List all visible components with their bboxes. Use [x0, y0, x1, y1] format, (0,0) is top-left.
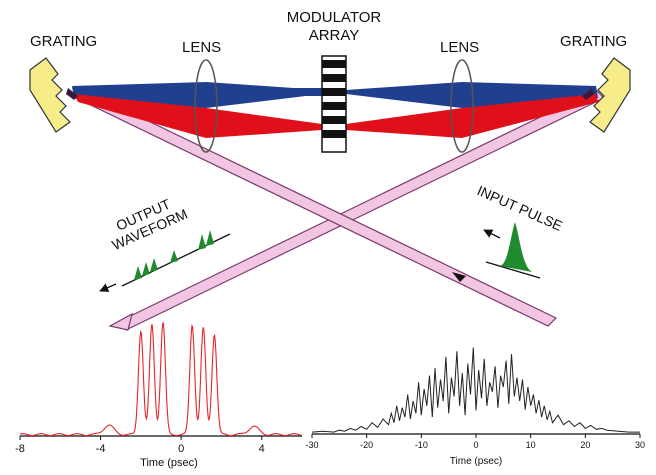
red-beam-right-fan	[346, 94, 598, 138]
output-waveform-icon	[99, 230, 231, 292]
left-x-axis-title: Time (psec)	[140, 457, 198, 469]
right-x-tick-label: 0	[473, 440, 478, 450]
grating-right-icon	[582, 57, 631, 133]
grating-left-label: GRATING	[30, 33, 97, 50]
input-trace-line	[311, 347, 640, 433]
lens-left-icon	[194, 59, 218, 153]
right-x-tick-label: 30	[635, 440, 645, 450]
lens-right-icon	[450, 59, 474, 153]
modulator-label-line2: ARRAY	[309, 27, 360, 44]
left-x-tick-label: -8	[15, 443, 25, 455]
left-x-tick-label: 0	[178, 443, 184, 455]
left-x-tick-label: 4	[259, 443, 265, 455]
right-x-axis-title: Time (psec)	[450, 456, 502, 467]
output-waveform-annotation: OUTPUT WAVEFORM	[109, 196, 189, 254]
input-pulse-icon	[483, 222, 541, 279]
left-x-tick-label: -4	[96, 443, 106, 455]
red-beam-left-fan	[74, 94, 322, 138]
input-pulse-label: INPUT PULSE	[475, 182, 565, 234]
output-beam-arrowhead	[108, 312, 133, 331]
red-beam	[74, 94, 598, 138]
right-x-tick-label: -30	[305, 440, 318, 450]
modulator-label-line1: MODULATOR	[287, 9, 382, 26]
lens-left-label: LENS	[182, 39, 221, 56]
grating-left-icon	[29, 57, 78, 133]
right-x-tick-label: -20	[360, 440, 373, 450]
grating-right-label: GRATING	[560, 33, 627, 50]
input-beam-direction-arrow	[452, 272, 466, 282]
lens-right-label: LENS	[440, 39, 479, 56]
right-x-tick-label: 20	[580, 440, 590, 450]
modulator-array-icon	[321, 55, 347, 153]
right-x-tick-label: -10	[415, 440, 428, 450]
output-trace-line	[19, 321, 302, 437]
right-x-tick-label: 10	[526, 440, 536, 450]
